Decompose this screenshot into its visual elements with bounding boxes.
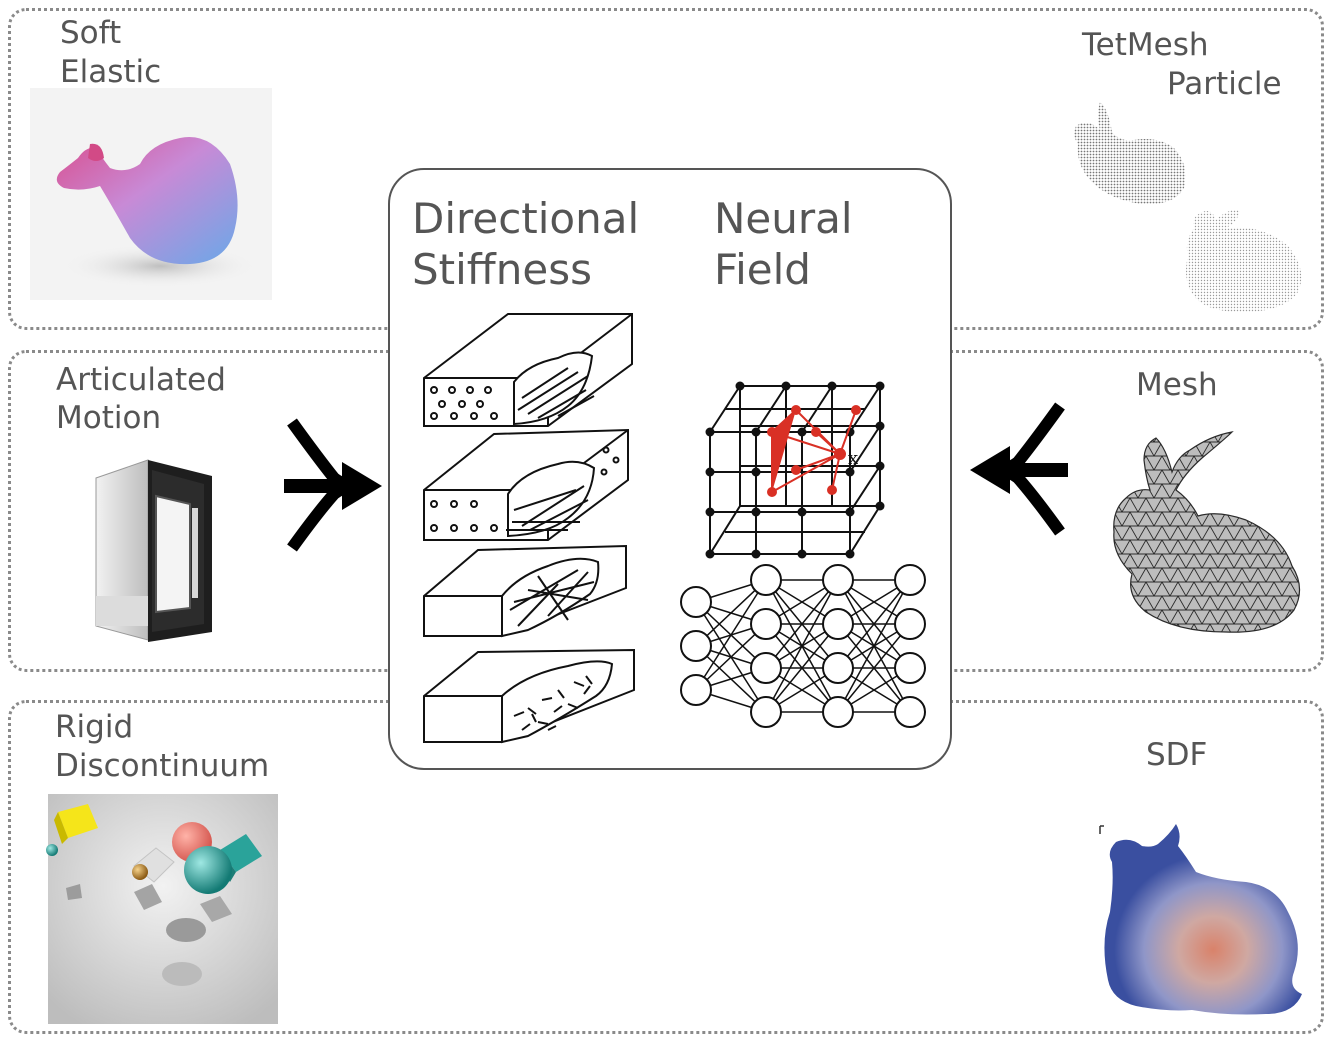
rigid-discontinuum-scene-image [46, 794, 278, 1024]
short-fiber-block [423, 648, 635, 744]
articulated-fridge-image [95, 459, 212, 642]
label-sdf: SDF [1146, 737, 1208, 773]
random-fiber-block [423, 544, 627, 638]
mesh-bunny-image [1113, 431, 1301, 633]
field-point-label: x [848, 448, 858, 469]
title-field: Field [714, 245, 811, 294]
label-articulated: Articulated [56, 362, 226, 398]
label-mesh: Mesh [1136, 367, 1218, 403]
bidirectional-fiber-block [423, 428, 629, 541]
soft-elastic-bunny-image [30, 88, 272, 300]
tetmesh-particle-bunny-image [1074, 102, 1302, 312]
neural-field-grid: x [705, 381, 885, 559]
nn-edges [695, 579, 911, 713]
label-soft: Soft [60, 15, 122, 51]
label-motion: Motion [56, 400, 162, 436]
merge-arrow-icon [970, 402, 1068, 536]
title-directional: Directional [412, 194, 640, 243]
label-particle: Particle [1167, 66, 1282, 102]
title-stiffness: Stiffness [412, 245, 592, 294]
unidirectional-fiber-block [423, 313, 633, 427]
label-discontinuum: Discontinuum [55, 748, 270, 784]
title-neural: Neural [714, 194, 853, 243]
fiber-composite-illustrations [423, 313, 635, 744]
label-elastic: Elastic [60, 54, 162, 90]
label-tetmesh: TetMesh [1082, 27, 1209, 63]
sdf-bunny-image [1099, 824, 1302, 1015]
neural-network-diagram [680, 564, 926, 728]
merge-arrow-icon [284, 418, 382, 552]
label-rigid: Rigid [55, 709, 134, 745]
